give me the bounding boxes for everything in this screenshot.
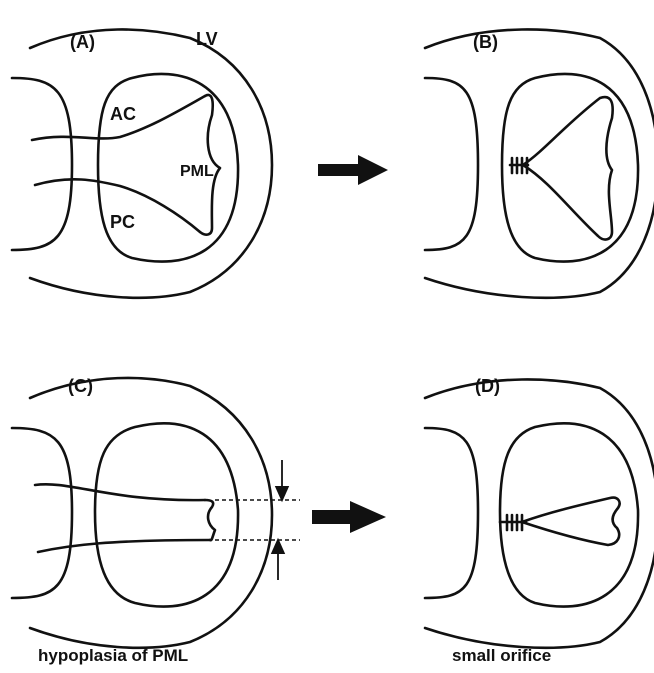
pml-leaflet-hypoplastic xyxy=(205,500,215,540)
panel-c: (C) xyxy=(12,376,300,648)
pc-chord xyxy=(38,540,210,552)
ventricle-wall-outer xyxy=(425,29,654,297)
ventricle-wall-outer xyxy=(30,378,272,648)
panel-a-label: (A) xyxy=(70,32,95,52)
panel-b: (B) xyxy=(425,29,654,297)
ac-chord xyxy=(35,484,205,500)
pml-label: PML xyxy=(180,163,214,180)
ac-label: AC xyxy=(110,104,136,124)
lv-label: LV xyxy=(196,29,218,49)
panel-b-label: (B) xyxy=(473,32,498,52)
panel-d-label: (D) xyxy=(475,376,500,396)
panel-a: (A) LV AC PC PML xyxy=(12,29,272,298)
pc-label: PC xyxy=(110,212,135,232)
valve-orifice xyxy=(95,423,238,606)
arrow-c-to-d xyxy=(312,501,386,533)
ventricle-wall-inner xyxy=(425,428,478,598)
caption-c: hypoplasia of PML xyxy=(38,646,188,666)
ventricle-wall-inner xyxy=(12,428,72,598)
caption-d: small orifice xyxy=(452,646,551,666)
fused-leaflet xyxy=(523,97,613,239)
arrow-a-to-b xyxy=(318,155,388,185)
panel-c-label: (C) xyxy=(68,376,93,396)
valve-orifice xyxy=(98,74,238,262)
ventricle-wall-outer xyxy=(425,379,654,647)
ventricle-wall-inner xyxy=(425,78,478,250)
panel-d: (D) xyxy=(425,376,654,648)
ventricle-wall-outer xyxy=(30,29,272,297)
suture-marks xyxy=(500,515,526,530)
ventricle-wall-inner xyxy=(12,78,72,250)
fused-leaflet-small xyxy=(522,498,620,545)
suture-marks xyxy=(510,158,528,173)
